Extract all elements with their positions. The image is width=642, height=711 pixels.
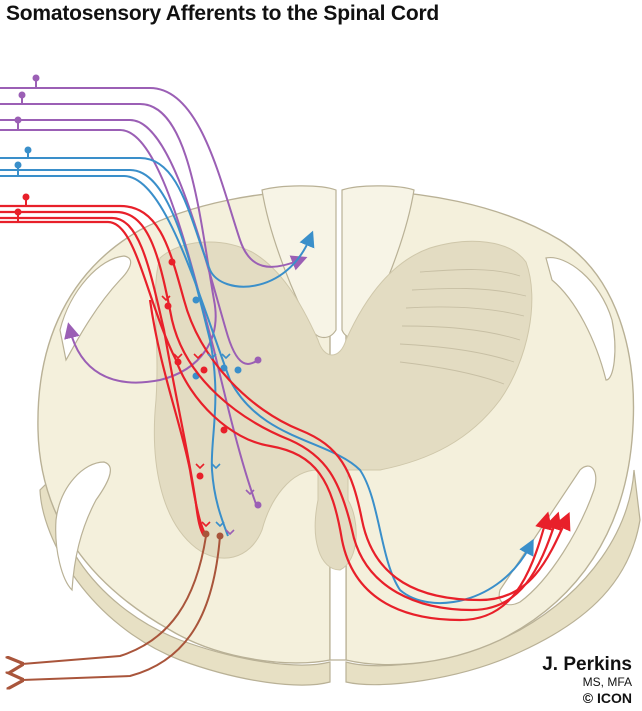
page-title: Somatosensory Afferents to the Spinal Co…	[6, 2, 440, 25]
red-ganglia	[14, 193, 228, 480]
icon-logo: © ICON	[542, 690, 632, 706]
terminal-icons	[161, 295, 255, 536]
red-afferents	[0, 204, 571, 622]
author-degrees: MS, MFA	[582, 675, 632, 689]
gray-matter-lamination	[399, 269, 527, 385]
brown-efferents	[22, 535, 221, 680]
copyright-symbol: ©	[582, 690, 594, 706]
brown-somata	[202, 530, 224, 540]
lateral-slit-left-lower	[55, 461, 111, 592]
author-credit: J. Perkins MS, MFA © ICON	[542, 654, 632, 707]
blue-afferents	[0, 157, 534, 604]
purple-afferents	[0, 87, 308, 505]
blue-ganglia	[14, 146, 242, 380]
purple-ganglia	[14, 74, 262, 509]
author-name: J. Perkins	[542, 654, 632, 675]
lateral-slit-right	[545, 257, 616, 381]
logo-text: ICON	[597, 690, 632, 706]
gray-matter	[153, 240, 533, 571]
